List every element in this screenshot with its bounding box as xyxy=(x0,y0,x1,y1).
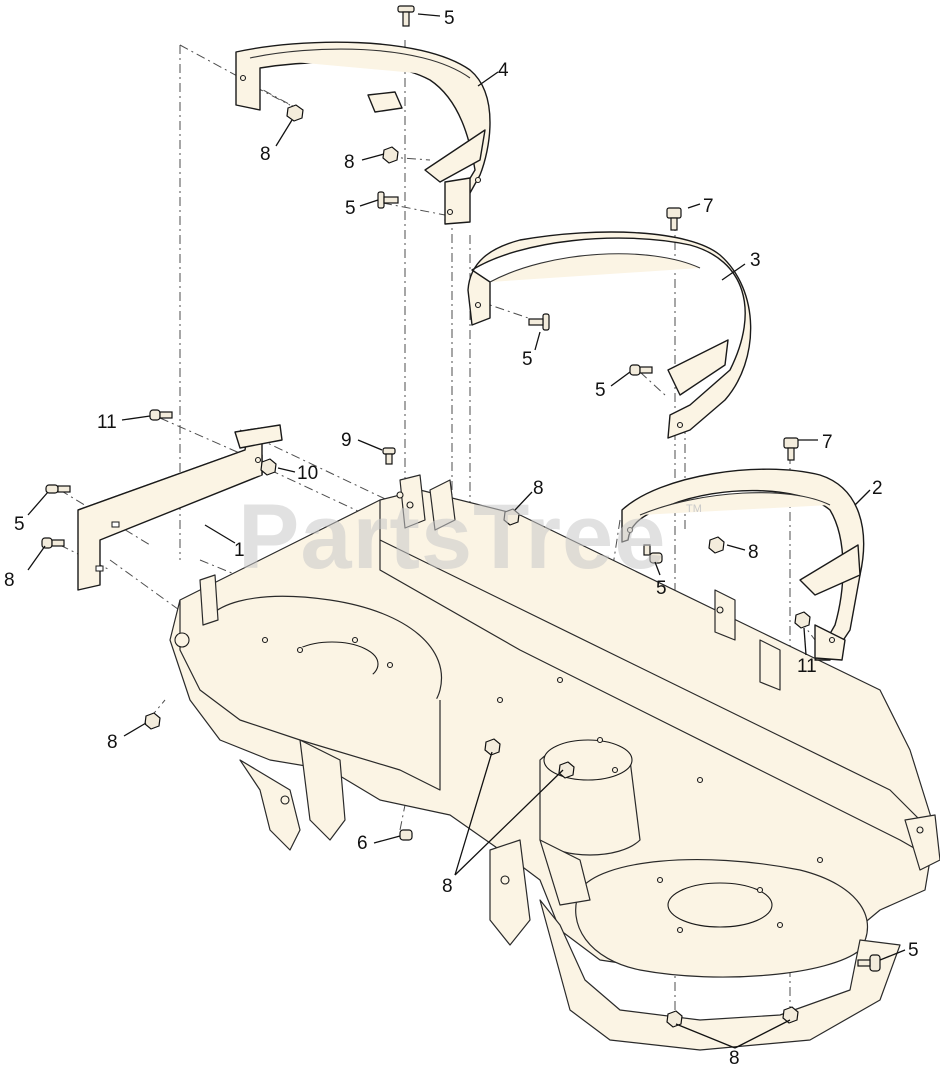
callouts: 5 4 8 8 5 7 3 5 5 11 9 10 7 8 2 5 1 8 5 … xyxy=(4,8,919,1069)
callout-11: 11 xyxy=(97,412,117,433)
bolt-icon xyxy=(528,313,550,331)
bolt-icon xyxy=(399,829,413,841)
deck-bracket-front xyxy=(489,839,531,946)
callout-11: 8 xyxy=(4,570,15,591)
callout-8: 8 xyxy=(729,1048,740,1069)
callout-5: 5 xyxy=(14,514,25,535)
callout-4: 4 xyxy=(498,60,509,81)
callout-7: 7 xyxy=(703,196,714,217)
callout-8: 8 xyxy=(748,542,759,563)
nut-icon xyxy=(260,458,277,476)
callout-8: 8 xyxy=(260,144,271,165)
callout-7: 7 xyxy=(822,432,833,453)
callout-5: 5 xyxy=(595,380,606,401)
callout-5: 5 xyxy=(444,8,455,29)
callout-8: 11 xyxy=(797,656,817,677)
callout-10: 10 xyxy=(297,463,318,484)
nut-icon xyxy=(484,738,501,756)
nut-icon xyxy=(558,761,575,779)
callout-8: 8 xyxy=(107,732,118,753)
spindle-hole-right xyxy=(667,882,773,928)
bolt-icon xyxy=(629,364,653,376)
bolt-icon xyxy=(41,537,65,549)
nut-icon xyxy=(382,146,399,164)
bolt-icon xyxy=(857,954,881,972)
nut-icon xyxy=(286,104,304,122)
part-1-cover-plate xyxy=(77,424,283,591)
callout-6: 6 xyxy=(357,833,368,854)
callout-1: 1 xyxy=(234,540,245,561)
deck-bracket-right xyxy=(904,814,940,871)
bolt-icon xyxy=(666,207,682,231)
bolt-icon xyxy=(377,191,399,209)
callout-5: 5 xyxy=(908,940,919,961)
part-2-discharge-shield xyxy=(621,468,865,661)
bolt-icon xyxy=(382,447,396,465)
callout-8: 8 xyxy=(533,478,544,499)
nut-icon xyxy=(708,536,725,554)
svg-text:TM: TM xyxy=(686,503,702,515)
callout-9: 9 xyxy=(341,430,352,451)
deck-bracket-left xyxy=(239,759,301,851)
callout-8: 8 xyxy=(442,876,453,897)
nut-icon xyxy=(794,611,811,629)
callout-5: 5 xyxy=(656,578,667,599)
svg-text:PartsTree: PartsTree xyxy=(238,486,666,588)
callout-2: 2 xyxy=(872,478,883,499)
nut-icon xyxy=(782,1006,799,1024)
spindle-hole-center xyxy=(543,739,633,781)
callout-5: 5 xyxy=(345,198,356,219)
bolt-icon xyxy=(397,5,415,27)
part-4-discharge-shield xyxy=(235,41,491,225)
bolt-icon xyxy=(45,484,71,494)
nut-icon xyxy=(503,508,520,526)
hardware xyxy=(41,5,881,1028)
leader-lines xyxy=(27,13,906,1049)
callout-8: 8 xyxy=(344,152,355,173)
bolt-icon xyxy=(149,409,173,421)
nut-icon xyxy=(666,1010,683,1028)
callout-3: 3 xyxy=(750,250,761,271)
watermark: PartsTree TM xyxy=(238,486,702,588)
bolt-icon xyxy=(783,437,799,461)
callout-5: 5 xyxy=(522,349,533,370)
nut-icon xyxy=(144,712,161,730)
part-3-discharge-shield xyxy=(467,231,752,439)
